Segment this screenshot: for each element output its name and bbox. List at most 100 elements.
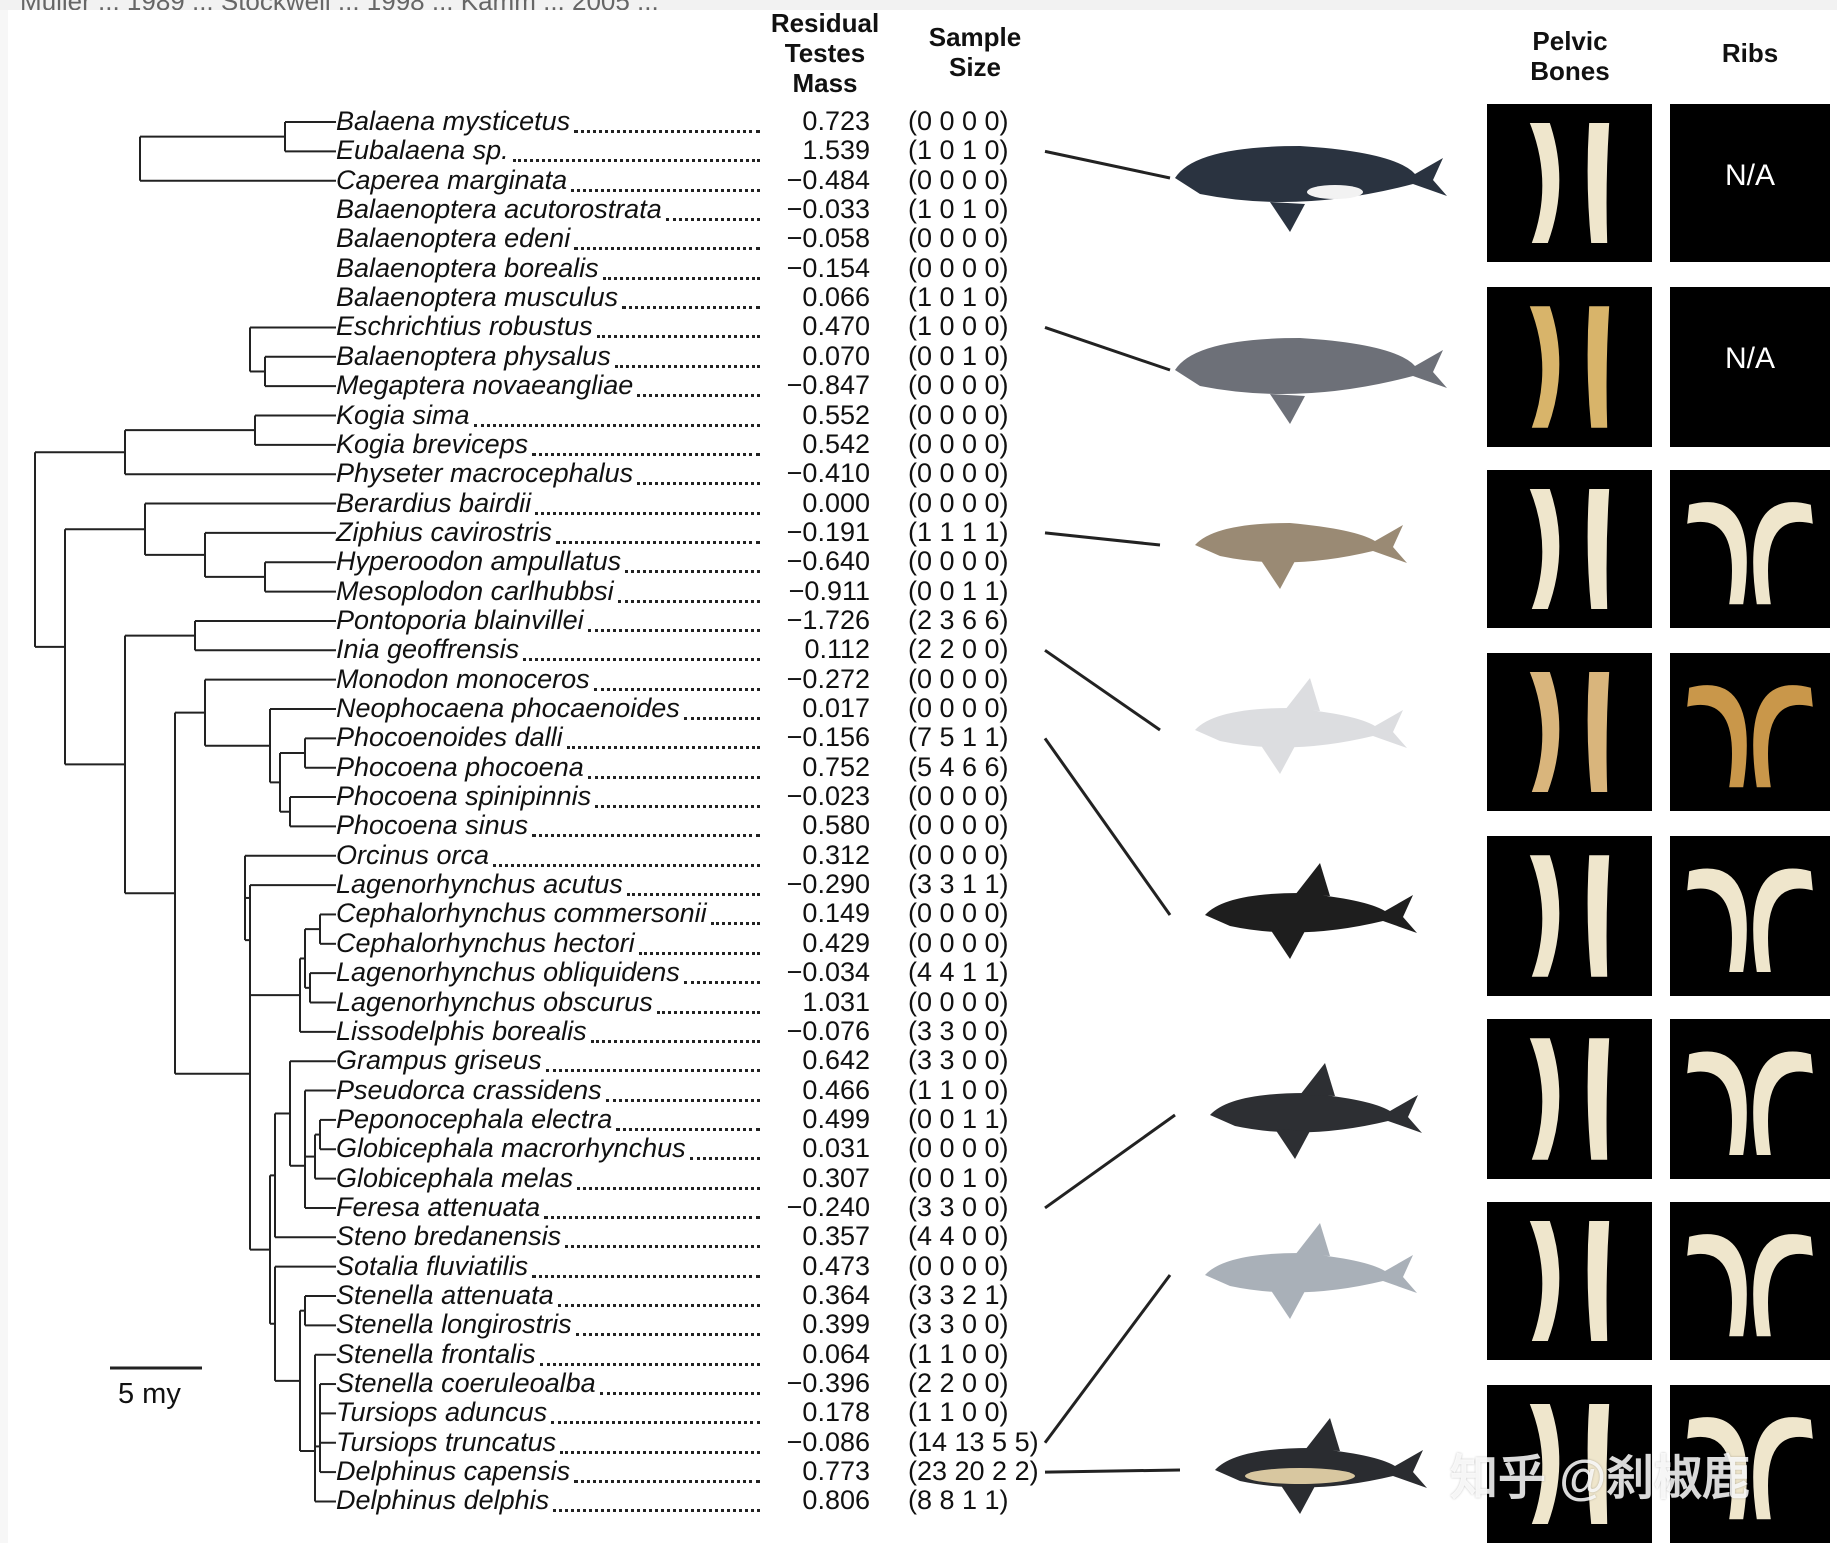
dotted-leader [599,1392,760,1396]
residual-testes-mass-value: 0.364 [802,1280,870,1310]
sample-size-value: (3 3 2 1) [908,1280,1009,1310]
dotted-leader [574,130,760,133]
sample-size-value: (0 0 0 0) [908,693,1009,723]
sample-size-value: (1 1 1 1) [908,516,1009,547]
residual-testes-mass-value: 0.066 [802,282,870,313]
residual-testes-mass-value: 0.470 [802,311,870,342]
sample-size-value: (8 8 1 1) [908,1485,1009,1516]
sample-size-value: (1 0 1 0) [908,194,1009,225]
sample-size-value: (2 3 6 6) [908,604,1009,635]
residual-testes-mass-value: 0.399 [802,1309,870,1340]
na-label: N/A [1724,159,1775,192]
dotted-leader [637,482,760,486]
residual-testes-mass-value: 0.070 [802,340,870,371]
species-name: Stenella coeruleoalba [336,1368,596,1399]
residual-testes-mass-value: 1.031 [802,986,870,1017]
species-name: Mesoplodon carlhubbsi [336,575,614,606]
residual-testes-mass-value: 0.552 [802,399,870,430]
species-name: Pontoporia blainvillei [336,604,584,635]
species-name: Inia geoffrensis [336,634,520,665]
residual-testes-mass-value: −0.076 [786,1015,870,1046]
dotted-leader [553,1509,760,1513]
species-name: Ziphius cavirostris [336,516,553,547]
sample-size-value: (0 0 0 0) [908,164,1009,195]
sample-size-value: (4 4 0 0) [908,1221,1009,1252]
sample-size-value: (0 0 0 0) [908,370,1009,401]
species-name: Eubalaena sp. [336,135,509,166]
species-name: Caperea marginata [336,164,568,195]
dotted-leader [625,570,760,574]
species-name: Phocoenoides dalli [336,722,563,753]
dotted-leader [587,775,760,779]
species-name: Neophocaena phocaenoides [336,693,680,723]
dotted-leader [683,717,760,720]
dotted-leader [560,1450,760,1454]
dotted-leader [602,276,760,280]
species-name: Cephalorhynchus hectori [336,927,635,958]
rib-photo [1670,1019,1830,1179]
connector-line [1044,1113,1176,1210]
ribs-not-available-panel: N/A [1670,287,1830,447]
residual-testes-mass-value: −0.640 [786,546,870,577]
pilot-whale-icon [1210,1063,1422,1159]
species-name: Pseudorca crassidens [336,1074,602,1105]
sample-size-value: (0 0 0 0) [908,458,1009,489]
bottlenose-dolphin-icon [1205,1223,1417,1319]
dotted-leader [596,335,760,339]
residual-testes-mass-value: 0.580 [802,810,870,841]
river-dolphin-icon [1195,678,1407,774]
zhihu-watermark: 知乎 @刹椒鹿 [1450,1452,1751,1505]
residual-testes-mass-value: 0.466 [802,1074,870,1105]
residual-testes-mass-value: −0.410 [786,458,870,489]
species-name: Delphinus delphis [336,1485,550,1516]
sample-size-value: (3 3 0 0) [908,1015,1009,1046]
dotted-leader [595,805,760,809]
dotted-leader [557,1304,760,1307]
dotted-leader [535,511,760,515]
dotted-leader [512,159,760,163]
dotted-leader [614,364,760,368]
species-name: Delphinus capensis [336,1456,571,1487]
species-name: Stenella longirostris [336,1309,572,1340]
sample-size-value: (0 0 0 0) [908,927,1009,958]
header-ribs: Ribs [1721,38,1779,68]
residual-testes-mass-value: 0.429 [802,927,870,958]
header-sample-size: Sample Size [928,22,1022,82]
species-name: Phocoena phocoena [336,751,584,782]
species-name: Balaenoptera acutorostrata [336,194,662,225]
residual-testes-mass-value: 0.312 [802,839,870,870]
sample-size-value: (1 0 1 0) [908,135,1009,166]
dotted-leader [473,423,760,427]
sample-size-value: (1 0 0 0) [908,311,1009,342]
species-name: Peponocephala electra [336,1103,613,1134]
residual-testes-mass-value: −0.272 [786,663,870,694]
residual-testes-mass-value: −0.156 [786,722,870,753]
residual-testes-mass-value: −1.726 [786,604,870,635]
species-name: Phocoena spinipinnis [336,781,592,812]
rib-photo [1670,836,1830,996]
residual-testes-mass-value: 0.806 [802,1485,870,1516]
residual-testes-mass-value: −0.911 [788,575,870,606]
species-name: Kogia breviceps [336,428,529,459]
rib-photo [1670,653,1830,811]
sample-size-value: (23 20 2 2) [908,1456,1039,1487]
species-name: Stenella attenuata [336,1280,554,1310]
sample-size-value: (0 0 0 0) [908,106,1009,136]
residual-testes-mass-value: 0.017 [802,693,870,723]
species-name: Orcinus orca [336,839,490,870]
species-name: Feresa attenuata [336,1191,541,1222]
dotted-leader [577,1186,760,1190]
species-name: Physeter macrocephalus [336,458,634,489]
dotted-leader [574,247,760,251]
residual-testes-mass-value: −0.154 [786,252,870,283]
dotted-leader [571,188,760,192]
residual-testes-mass-value: 0.357 [802,1221,870,1252]
dotted-leader [493,863,760,867]
right-whale-icon [1175,146,1447,232]
sample-size-value: (2 2 0 0) [908,634,1009,665]
species-name: Sotalia fluviatilis [336,1250,529,1281]
species-name: Balaenoptera edeni [336,223,571,254]
connector-line [1043,737,1172,916]
residual-testes-mass-value: −0.290 [786,869,870,900]
